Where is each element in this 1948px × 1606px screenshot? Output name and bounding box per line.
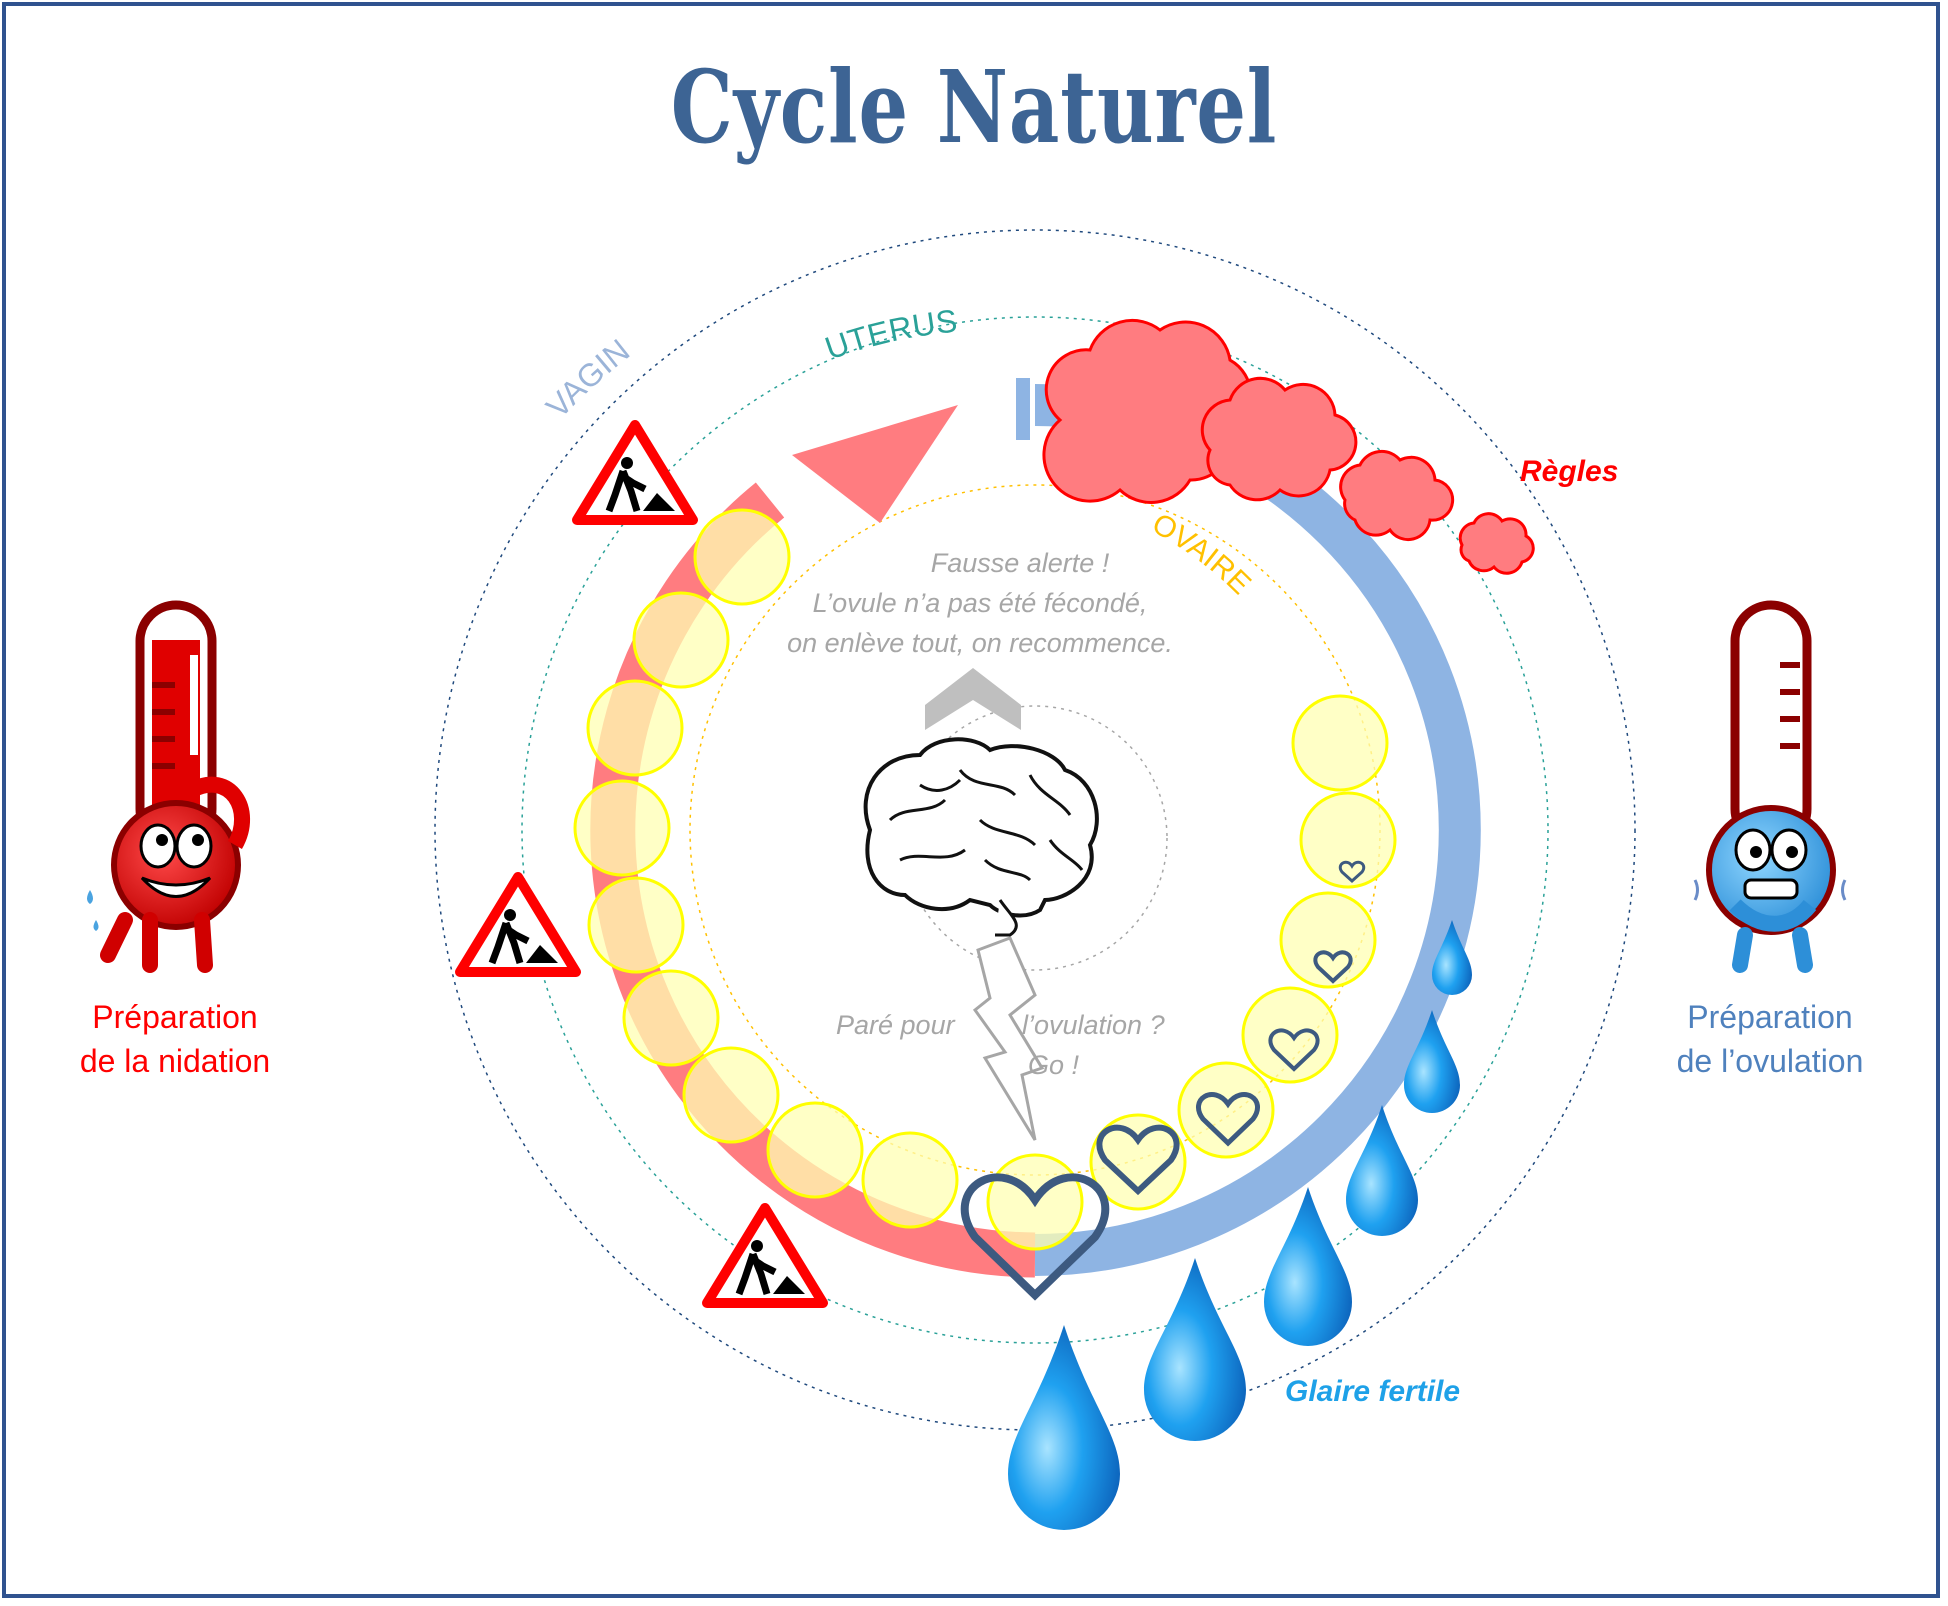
ready-left-text: Paré pour — [836, 1010, 955, 1040]
follicle — [573, 779, 671, 877]
follicle — [682, 1046, 780, 1144]
water-drop-icon — [1346, 1105, 1418, 1236]
water-drop-icon — [1432, 920, 1472, 995]
water-drop-icon — [1404, 1010, 1460, 1113]
uterus-ring — [521, 316, 1549, 1344]
follicle — [587, 876, 685, 974]
uterus-label: UTERUS — [820, 303, 958, 367]
lightning-icon — [972, 936, 1045, 1141]
page-title: Cycle Naturel — [670, 48, 1278, 166]
thermometer-hot-icon — [87, 600, 251, 973]
follicle — [1089, 1113, 1187, 1211]
follicle — [1177, 1061, 1275, 1159]
ovulation-label-line-2: de l’ovulation — [1676, 1043, 1864, 1079]
vagin-ring — [434, 229, 1636, 1431]
brain-icon — [863, 737, 1099, 937]
brain-ring — [902, 705, 1168, 971]
follicle — [632, 591, 730, 689]
heart-icon — [960, 1173, 1110, 1301]
thermometer-cold-icon — [1693, 600, 1847, 973]
ready-right-text-1: l’ovulation ? — [1022, 1010, 1165, 1040]
regles-label: Règles — [1520, 455, 1619, 488]
follicle — [861, 1131, 959, 1229]
road-work-sign-icon — [702, 1203, 828, 1308]
false-alarm-line-2: L’ovule n’a pas été fécondé, — [812, 588, 1148, 618]
ready-right-text-2: Go ! — [1028, 1050, 1080, 1080]
drop-group — [1008, 920, 1472, 1530]
heart-icon — [1313, 950, 1353, 984]
heart-icon — [1338, 860, 1366, 884]
luteal-arrowhead — [792, 405, 958, 523]
heart-icon — [1196, 1092, 1260, 1147]
vagin-label: VAGIN — [539, 332, 636, 425]
road-work-sign-icon — [572, 420, 698, 525]
follicle — [1279, 891, 1377, 989]
follicle — [766, 1101, 864, 1199]
heart-group — [960, 860, 1366, 1301]
arc-end-cap — [1016, 378, 1030, 440]
heart-icon — [1268, 1028, 1320, 1072]
follicle — [622, 969, 720, 1067]
false-alarm-line-3: on enlève tout, on recommence. — [787, 628, 1173, 658]
chevron-up-icon — [925, 668, 1021, 730]
follicle — [1299, 791, 1397, 889]
nidation-label-line-1: Préparation — [92, 999, 258, 1035]
ovaire-label: OVAIRE — [1147, 507, 1257, 601]
false-alarm-line-1: Fausse alerte ! — [930, 548, 1110, 578]
water-drop-icon — [1008, 1325, 1120, 1530]
nidation-label-line-2: de la nidation — [79, 1043, 271, 1079]
water-drop-icon — [1264, 1187, 1352, 1346]
follicle — [693, 508, 791, 606]
water-drop-icon — [1144, 1258, 1246, 1441]
heart-icon — [1096, 1124, 1180, 1196]
ovulation-label-line-1: Préparation — [1687, 999, 1853, 1035]
blood-cloud-icon — [1042, 318, 1535, 575]
glaire-fertile-label: Glaire fertile — [1285, 1375, 1461, 1408]
nidation-label: Préparation de la nidation — [60, 995, 290, 1083]
ovulation-label: Préparation de l’ovulation — [1655, 995, 1885, 1083]
follicle — [1291, 694, 1389, 792]
road-work-sign-icon — [455, 872, 581, 977]
follicle — [586, 679, 684, 777]
